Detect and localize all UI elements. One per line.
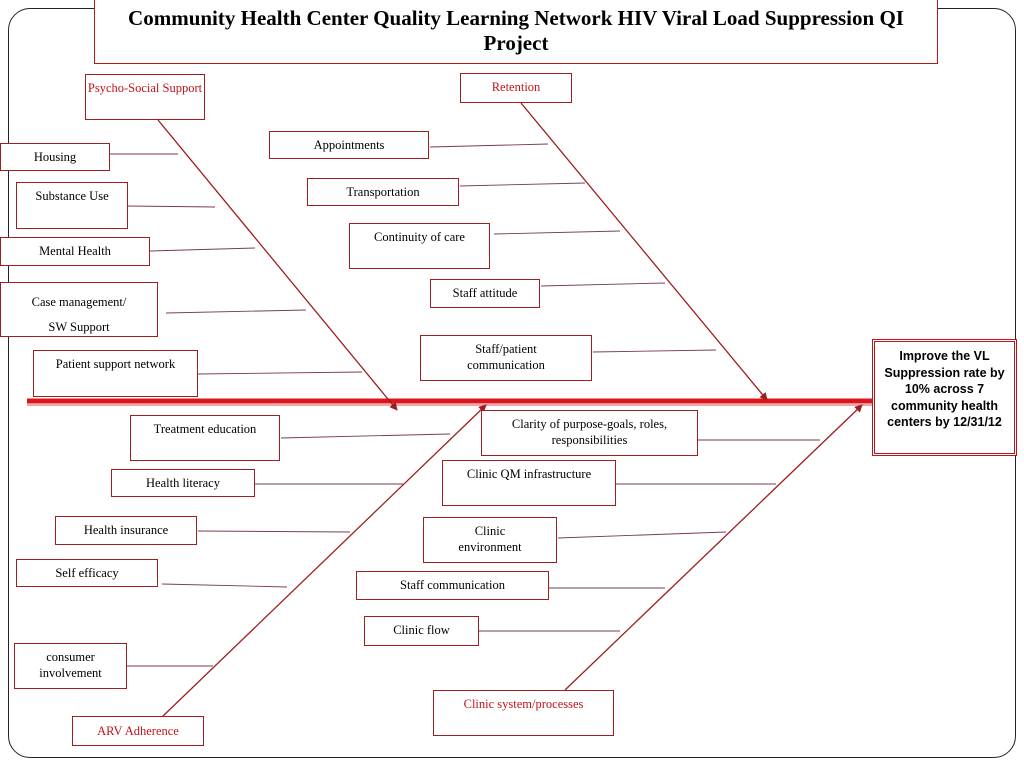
cause-clinic-flow: Clinic flow	[364, 616, 479, 646]
category-arv-adherence: ARV Adherence	[72, 716, 204, 746]
cause-line-staff-attitude	[540, 282, 666, 287]
cause-patient-support-network: Patient support network	[33, 350, 198, 397]
cause-mental-health: Mental Health	[0, 237, 150, 266]
diagram-title: Community Health Center Quality Learning…	[94, 0, 938, 64]
cause-clinic-qm-infrastructure: Clinic QM infrastructure	[442, 460, 616, 506]
cause-line-staff-patient	[592, 349, 717, 353]
category-clinic-system: Clinic system/processes	[433, 690, 614, 736]
cause-treatment-education: Treatment education	[130, 415, 280, 461]
cause-line-substance-use	[127, 205, 216, 208]
category-psycho-social: Psycho-Social Support	[85, 74, 205, 120]
cause-case-management-line1: Case management/	[31, 295, 127, 309]
bone-psycho-social	[157, 119, 398, 411]
cause-line-environment	[557, 531, 727, 539]
cause-housing: Housing	[0, 143, 110, 171]
bone-retention	[520, 102, 768, 401]
cause-line-patient-support	[197, 371, 363, 375]
cause-health-literacy: Health literacy	[111, 469, 255, 497]
cause-continuity-of-care: Continuity of care	[349, 223, 490, 269]
effect-goal-box: Improve the VL Suppression rate by 10% a…	[872, 339, 1017, 456]
cause-case-management: Case management/ SW Support	[0, 282, 158, 337]
cause-appointments: Appointments	[269, 131, 429, 159]
cause-line-case-management	[165, 309, 307, 314]
cause-line-treatment-education	[280, 433, 451, 439]
cause-staff-communication: Staff communication	[356, 571, 549, 600]
cause-line-transportation	[459, 182, 586, 187]
cause-clinic-environment: Clinic environment	[423, 517, 557, 563]
category-retention: Retention	[460, 73, 572, 103]
cause-transportation: Transportation	[307, 178, 459, 206]
cause-line-continuity	[493, 230, 621, 235]
cause-substance-use: Substance Use	[16, 182, 128, 229]
cause-self-efficacy: Self efficacy	[16, 559, 158, 587]
cause-staff-attitude: Staff attitude	[430, 279, 540, 308]
cause-line-appointments	[429, 143, 549, 148]
cause-line-health-insurance	[197, 530, 351, 533]
cause-consumer-involvement: consumer involvement	[14, 643, 127, 689]
cause-staff-patient-communication: Staff/patient communication	[420, 335, 592, 381]
cause-line-mental-health	[149, 247, 256, 252]
cause-clarity-of-purpose: Clarity of purpose-goals, roles, respons…	[481, 410, 698, 456]
bone-arv-adherence	[161, 404, 487, 718]
bone-clinic-system	[564, 404, 863, 691]
cause-health-insurance: Health insurance	[55, 516, 197, 545]
cause-case-management-line2: SW Support	[48, 320, 110, 334]
cause-line-self-efficacy	[161, 583, 288, 588]
